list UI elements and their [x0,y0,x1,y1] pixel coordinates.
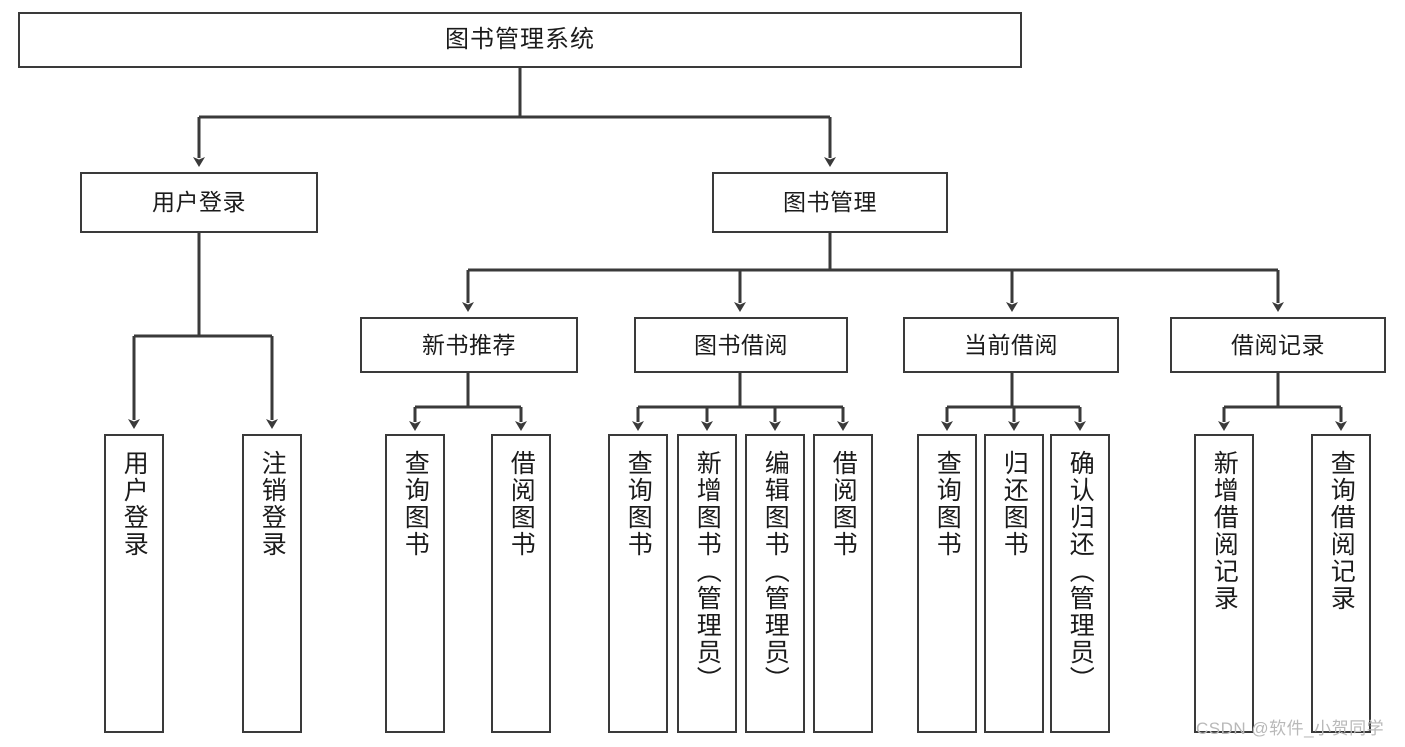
node-leaf-query-book-current[interactable]: 查询图书 [917,434,977,733]
node-leaf-query-book-borrow[interactable]: 查询图书 [608,434,668,733]
node-leaf-borrow-book-recommend[interactable]: 借阅图书 [491,434,551,733]
node-leaf-add-borrow-record[interactable]: 新增借阅记录 [1194,434,1254,733]
node-leaf-user-login[interactable]: 用户登录 [104,434,164,733]
node-label: 图书借阅 [694,331,788,358]
node-label: 用户登录 [120,450,149,558]
node-label: 注销登录 [258,450,287,558]
node-root-book-management-system[interactable]: 图书管理系统 [18,12,1022,68]
node-label: 借阅图书 [507,450,536,558]
node-leaf-query-borrow-record[interactable]: 查询借阅记录 [1311,434,1371,733]
node-user-login[interactable]: 用户登录 [80,172,318,233]
node-label: 当前借阅 [964,331,1058,358]
node-leaf-borrow-book[interactable]: 借阅图书 [813,434,873,733]
node-label: 图书管理 [783,189,877,216]
node-label: 用户登录 [152,189,246,216]
node-label: 新书推荐 [422,331,516,358]
watermark-text: CSDN @软件_小贺同学 [1196,719,1385,738]
node-book-management[interactable]: 图书管理 [712,172,948,233]
node-label: 借阅图书 [829,450,858,558]
node-label: 借阅记录 [1231,331,1325,358]
node-leaf-edit-book-admin[interactable]: 编辑图书（管理员） [745,434,805,733]
node-current-borrow[interactable]: 当前借阅 [903,317,1119,373]
node-label: 图书管理系统 [445,26,595,54]
node-label: 新增借阅记录 [1210,450,1239,612]
node-label: 查询图书 [624,450,653,558]
node-label: 归还图书 [1000,450,1029,558]
node-leaf-query-book-recommend[interactable]: 查询图书 [385,434,445,733]
node-label: 新增图书（管理员） [693,450,722,693]
node-label: 确认归还（管理员） [1066,450,1095,693]
node-leaf-add-book-admin[interactable]: 新增图书（管理员） [677,434,737,733]
node-borrow-record[interactable]: 借阅记录 [1170,317,1386,373]
node-new-book-recommend[interactable]: 新书推荐 [360,317,578,373]
node-label: 查询图书 [933,450,962,558]
node-label: 查询图书 [401,450,430,558]
node-leaf-logout-login[interactable]: 注销登录 [242,434,302,733]
node-leaf-return-book[interactable]: 归还图书 [984,434,1044,733]
node-label: 编辑图书（管理员） [761,450,790,693]
node-leaf-confirm-return-admin[interactable]: 确认归还（管理员） [1050,434,1110,733]
node-book-borrow[interactable]: 图书借阅 [634,317,848,373]
node-label: 查询借阅记录 [1327,450,1356,612]
